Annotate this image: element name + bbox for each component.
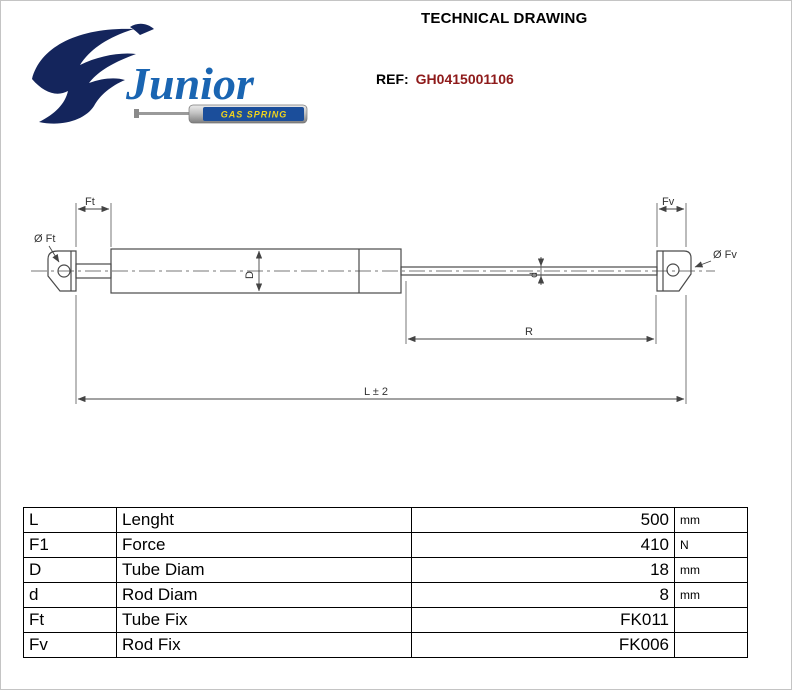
dimension-total-length: L ± 2 <box>75 295 687 404</box>
spec-symbol: L <box>23 507 117 533</box>
label-l: L ± 2 <box>364 386 388 398</box>
spec-label: Tube Diam <box>116 557 412 583</box>
label-dia-ft: Ø Ft <box>34 233 55 245</box>
table-row-force: F1 Force 410 N <box>23 532 748 558</box>
spec-unit: mm <box>674 557 748 583</box>
label-d-small: d <box>529 272 540 278</box>
gas-spring-graphic-icon: GAS SPRING <box>134 104 308 124</box>
table-row-length: L Lenght 500 mm <box>23 507 748 533</box>
dimension-rod-length: R <box>405 281 657 344</box>
dimension-rod-diam: d <box>529 257 545 285</box>
spec-symbol: D <box>23 557 117 583</box>
spec-unit <box>674 607 748 633</box>
dimension-rod-fix: Fv <box>656 196 687 247</box>
brand-name: Junior <box>125 58 255 109</box>
spec-label: Rod Fix <box>116 632 412 658</box>
spec-symbol: Fv <box>23 632 117 658</box>
table-row-tube-diam: D Tube Diam 18 mm <box>23 557 748 583</box>
table-row-rod-diam: d Rod Diam 8 mm <box>23 582 748 608</box>
table-row-tube-fix: Ft Tube Fix FK011 <box>23 607 748 633</box>
tube-fix-fitting <box>47 250 77 292</box>
eagle-icon <box>32 23 154 124</box>
brand-tagline: GAS SPRING <box>221 110 288 120</box>
spec-label: Lenght <box>116 507 412 533</box>
spec-value: 8 <box>411 582 675 608</box>
spec-unit <box>674 632 748 658</box>
spec-value: 18 <box>411 557 675 583</box>
page-title: TECHNICAL DRAWING <box>421 10 588 27</box>
spec-table: L Lenght 500 mm F1 Force 410 N D Tube Di… <box>23 507 748 658</box>
dimension-tube-diam: D <box>244 250 263 292</box>
leader-dia-tube-fix: Ø Ft <box>34 233 60 263</box>
leader-dia-rod-fix: Ø Fv <box>694 249 737 268</box>
label-r: R <box>525 326 533 338</box>
spec-symbol: Ft <box>23 607 117 633</box>
junior-gas-spring-logo: Junior GAS SPRING <box>32 23 308 124</box>
spec-label: Tube Fix <box>116 607 412 633</box>
gas-spring-drawing: Ft Fv Ø Ft Ø Fv D d <box>31 196 737 404</box>
label-ft: Ft <box>85 196 95 208</box>
reference-line: REF: GH0415001106 <box>376 71 514 87</box>
spec-unit: mm <box>674 582 748 608</box>
dimension-tube-fix: Ft <box>75 196 112 247</box>
spec-label: Force <box>116 532 412 558</box>
rod-fix-fitting <box>656 250 692 292</box>
spec-value: 410 <box>411 532 675 558</box>
label-d-big: D <box>244 271 256 279</box>
spec-symbol: d <box>23 582 117 608</box>
spec-unit: mm <box>674 507 748 533</box>
spec-value: 500 <box>411 507 675 533</box>
label-dia-fv2: Ø Fv <box>713 249 737 261</box>
ref-value: GH0415001106 <box>415 71 514 87</box>
spec-value: FK006 <box>411 632 675 658</box>
label-fv: Fv <box>662 196 675 208</box>
spec-label: Rod Diam <box>116 582 412 608</box>
spec-unit: N <box>674 532 748 558</box>
spec-value: FK011 <box>411 607 675 633</box>
table-row-rod-fix: Fv Rod Fix FK006 <box>23 632 748 658</box>
spec-symbol: F1 <box>23 532 117 558</box>
ref-label: REF: <box>376 71 409 87</box>
